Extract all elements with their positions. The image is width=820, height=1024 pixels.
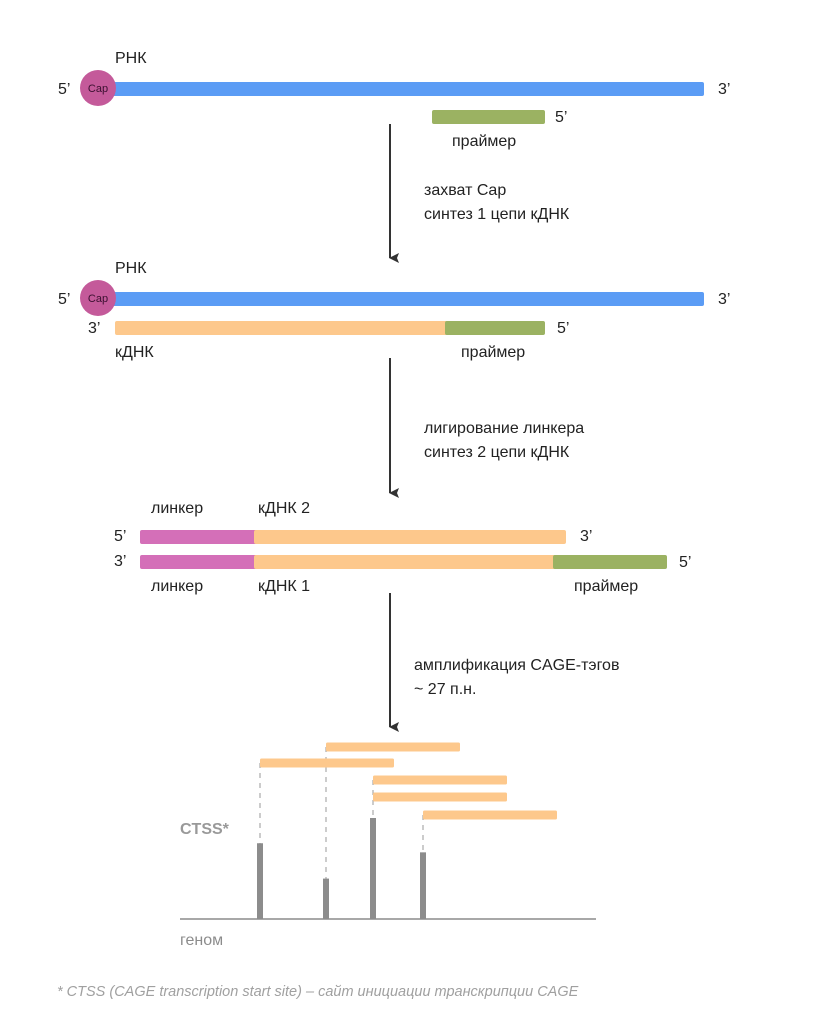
- primer-five-prime-label: 5’: [555, 109, 567, 126]
- primer-label: праймер: [461, 344, 525, 361]
- top-five-prime-label: 5’: [114, 528, 126, 545]
- cage-tags: [260, 742, 557, 820]
- step-3-double-strand-cdna: линкер кДНК 2 5’ 3’ 3’ 5’ линкер кДНК 1 …: [114, 500, 691, 595]
- primer-strand: [432, 110, 545, 124]
- cap-label: Cap: [88, 83, 108, 95]
- cage-tag: [373, 792, 507, 802]
- rna-label: РНК: [115, 50, 147, 67]
- cdna-strand: [115, 321, 450, 335]
- top-cdna-label: кДНК 2: [258, 500, 310, 517]
- arrow-1-caption-line-2: синтез 1 цепи кДНК: [424, 206, 570, 223]
- three-prime-label: 3’: [718, 81, 730, 98]
- cage-tag: [423, 810, 557, 820]
- primer-label: праймер: [452, 133, 516, 150]
- rna-label: РНК: [115, 260, 147, 277]
- bottom-linker-label: линкер: [151, 578, 203, 595]
- ctss-peak-bar: [370, 818, 376, 919]
- step-1-rna-with-primer: РНК 5’ Cap 3’ 5’ праймер: [58, 50, 730, 150]
- arrow-1-caption-line-1: захват Cap: [424, 182, 506, 199]
- step-arrow-2: лигирование линкера синтез 2 цепи кДНК: [389, 358, 584, 498]
- top-three-prime-label: 3’: [580, 528, 592, 545]
- cdna-five-prime-label: 5’: [557, 320, 569, 337]
- arrow-2-caption-line-2: синтез 2 цепи кДНК: [424, 444, 570, 461]
- ctss-label: CTSS*: [180, 821, 230, 838]
- step-2-first-strand-cdna: РНК 5’ Cap 3’ 3’ 5’ кДНК праймер: [58, 260, 730, 361]
- ctss-peaks: [257, 818, 426, 919]
- bottom-five-prime-label: 5’: [679, 554, 691, 571]
- cdna-label: кДНК: [115, 344, 154, 361]
- arrow-2-caption-line-1: лигирование линкера: [424, 420, 584, 437]
- linker-strand-top: [140, 530, 259, 544]
- five-prime-label: 5’: [58, 81, 70, 98]
- ctss-peak-bar: [420, 852, 426, 919]
- cdna-2-strand: [254, 530, 566, 544]
- cdna-1-strand: [254, 555, 558, 569]
- primer-strand: [553, 555, 667, 569]
- primer-label: праймер: [574, 578, 638, 595]
- arrow-3-caption-line-1: амплификация CAGE-тэгов: [414, 657, 619, 674]
- cap-icon: [80, 70, 116, 106]
- tag-guide-lines: [259, 747, 424, 919]
- five-prime-label: 5’: [58, 291, 70, 308]
- footnote: * CTSS (CAGE transcription start site) –…: [57, 984, 579, 1000]
- cage-tag: [326, 742, 460, 752]
- step-arrow-1: захват Cap синтез 1 цепи кДНК: [389, 124, 570, 263]
- cdna-three-prime-label: 3’: [88, 320, 100, 337]
- rna-strand: [110, 82, 704, 96]
- three-prime-label: 3’: [718, 291, 730, 308]
- bottom-three-prime-label: 3’: [114, 553, 126, 570]
- ctss-peak-bar: [257, 843, 263, 919]
- genome-label: геном: [180, 932, 223, 949]
- cap-label: Cap: [88, 293, 108, 305]
- rna-strand: [110, 292, 704, 306]
- bottom-cdna-label: кДНК 1: [258, 578, 310, 595]
- linker-strand-bottom: [140, 555, 259, 569]
- arrow-3-caption-line-2: ~ 27 п.н.: [414, 681, 476, 698]
- primer-strand: [445, 321, 545, 335]
- cage-tag: [260, 758, 394, 768]
- step-4-ctss-mapping: CTSS* геном: [180, 742, 596, 949]
- step-arrow-3: амплификация CAGE-тэгов ~ 27 п.н.: [389, 593, 619, 732]
- cap-icon: [80, 280, 116, 316]
- top-linker-label: линкер: [151, 500, 203, 517]
- ctss-peak-bar: [323, 878, 329, 919]
- cage-tag: [373, 775, 507, 785]
